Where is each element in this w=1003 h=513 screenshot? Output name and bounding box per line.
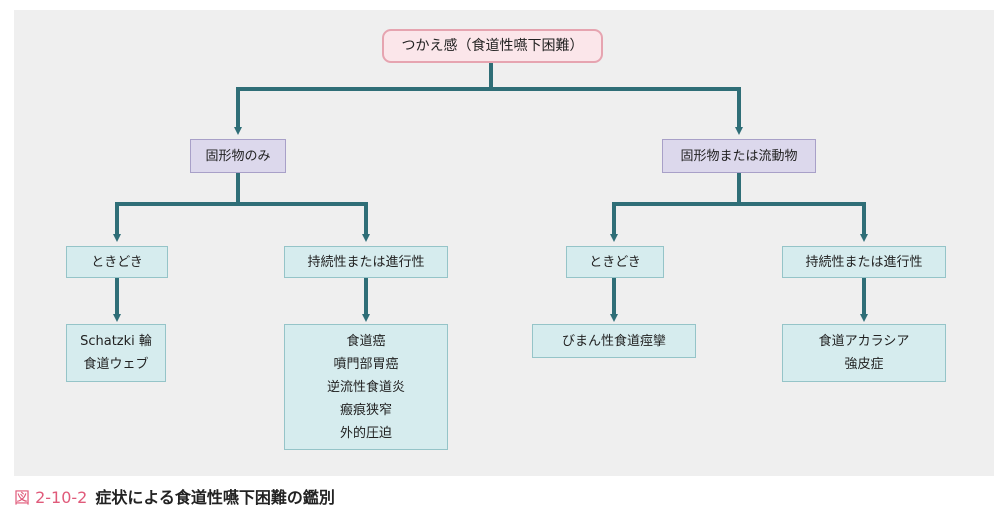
branch-label: ときどき bbox=[91, 254, 143, 270]
figure-caption: 図 2-10-2 症状による食道性嚥下困難の鑑別 bbox=[14, 484, 335, 508]
root-label: つかえ感（食道性嚥下困難） bbox=[401, 37, 584, 54]
result-box-4: 食道アカラシア 強皮症 bbox=[782, 324, 946, 382]
branch-intermittent-2: ときどき bbox=[566, 246, 664, 278]
connector-cat2-right bbox=[739, 202, 868, 242]
figure-title: 症状による食道性嚥下困難の鑑別 bbox=[95, 488, 335, 507]
result-box-1: Schatzki 輪 食道ウェブ bbox=[66, 324, 166, 382]
result-box-2: 食道癌 噴門部胃癌 逆流性食道炎 瘢痕狭窄 外的圧迫 bbox=[284, 324, 448, 450]
result-item: 瘢痕狭窄 bbox=[339, 402, 392, 418]
figure-number: 図 2-10-2 bbox=[14, 488, 88, 507]
connector-root-right bbox=[491, 87, 743, 135]
connector-cat1 bbox=[113, 173, 240, 242]
branch-label: 持続性または進行性 bbox=[307, 254, 425, 270]
branch-label: ときどき bbox=[589, 254, 641, 270]
result-item: 食道アカラシア bbox=[818, 334, 910, 349]
category-label: 固形物または流動物 bbox=[680, 148, 798, 164]
category-label: 固形物のみ bbox=[205, 148, 271, 164]
connector-cat2 bbox=[610, 173, 741, 242]
result-item: 逆流性食道炎 bbox=[326, 379, 405, 395]
branch-label: 持続性または進行性 bbox=[805, 254, 923, 270]
branch-progressive-2: 持続性または進行性 bbox=[782, 246, 946, 278]
category-solid-or-liquid: 固形物または流動物 bbox=[662, 139, 816, 173]
result-item: 噴門部胃癌 bbox=[333, 356, 399, 372]
result-item: びまん性食道痙攣 bbox=[561, 333, 666, 349]
connector-root bbox=[234, 63, 493, 135]
category-solid-only: 固形物のみ bbox=[190, 139, 286, 173]
connector-cat1-right bbox=[238, 202, 370, 242]
result-item: 食道癌 bbox=[346, 333, 386, 349]
result-item: 外的圧迫 bbox=[339, 425, 392, 441]
root-node: つかえ感（食道性嚥下困難） bbox=[382, 29, 603, 63]
result-box-3: びまん性食道痙攣 bbox=[532, 324, 696, 358]
branch-progressive-1: 持続性または進行性 bbox=[284, 246, 448, 278]
result-item: 食道ウェブ bbox=[83, 357, 149, 372]
result-item: 強皮症 bbox=[844, 357, 884, 372]
result-item: Schatzki 輪 bbox=[80, 334, 152, 349]
branch-intermittent-1: ときどき bbox=[66, 246, 168, 278]
connector-lines bbox=[113, 63, 868, 322]
